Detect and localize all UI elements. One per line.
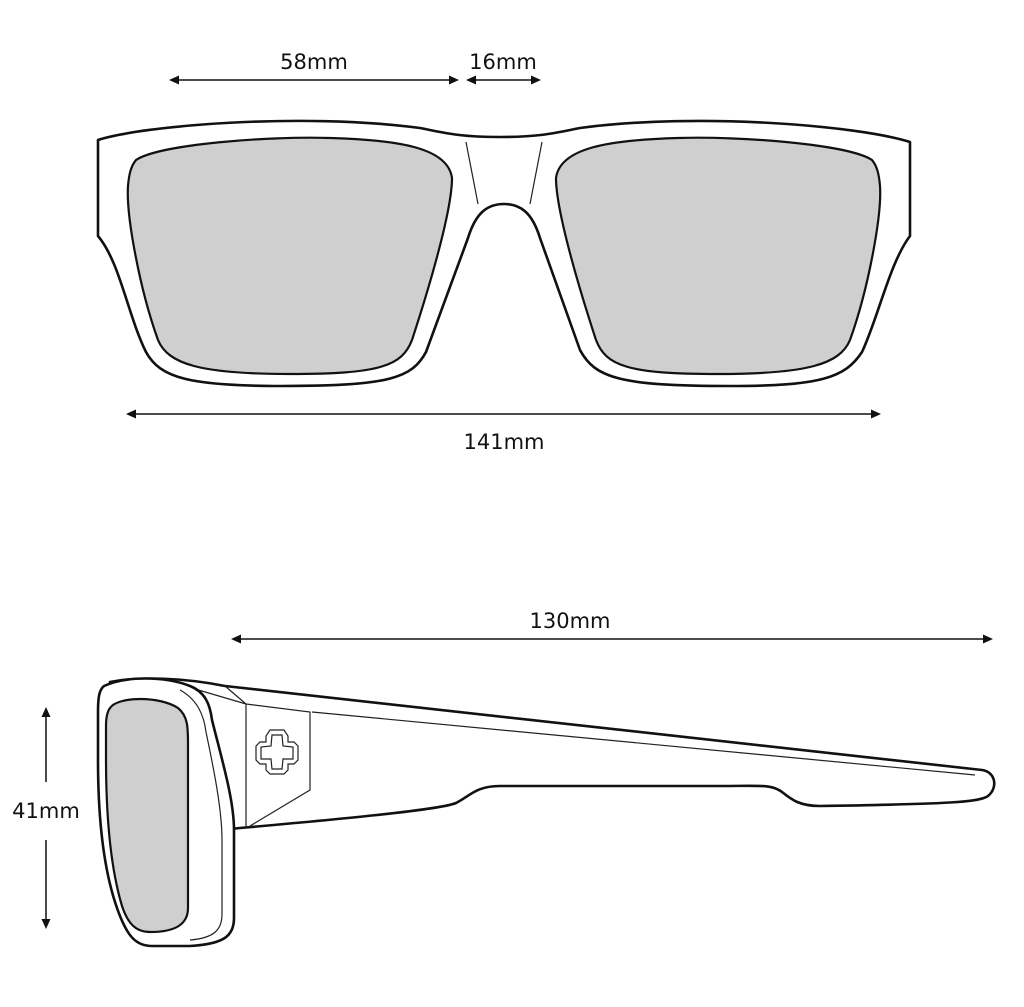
dim-bridge-width: 16mm — [466, 50, 541, 85]
dim-frame-width: 141mm — [126, 409, 881, 454]
hinge-facet — [177, 683, 311, 827]
front-left-lens — [126, 136, 454, 376]
bridge-width-label: 16mm — [469, 50, 537, 74]
side-frame-inner — [179, 689, 223, 941]
front-view — [96, 119, 912, 388]
temple-arm — [108, 677, 996, 834]
lens-height-label: 41mm — [12, 799, 80, 823]
temple-inner-line — [311, 711, 976, 776]
dim-lens-height: 41mm — [12, 707, 80, 929]
side-view — [96, 677, 996, 948]
brand-logo-icon — [255, 729, 299, 775]
temple-length-label: 130mm — [530, 609, 611, 633]
front-right-lens — [554, 136, 882, 376]
side-lens — [104, 698, 190, 934]
dim-temple-length: 130mm — [231, 609, 993, 644]
dim-lens-width: 58mm — [169, 50, 459, 85]
frame-width-label: 141mm — [464, 430, 545, 454]
bridge-left-line — [465, 141, 479, 205]
lens-width-label: 58mm — [280, 50, 348, 74]
bridge-right-line — [529, 141, 543, 205]
